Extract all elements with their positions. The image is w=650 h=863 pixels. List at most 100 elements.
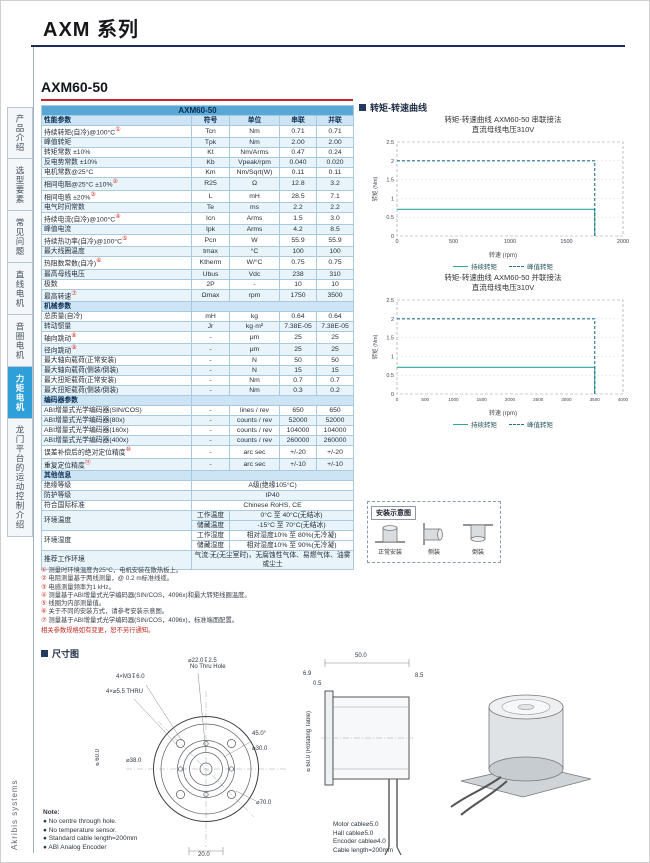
note-item: ① 测量时环境温度为25°C，电机安装在散热板上。 xyxy=(41,567,183,574)
table-cell: 0.7 xyxy=(315,375,355,387)
legend-item: 峰值转矩 xyxy=(509,264,553,271)
sidebar-item-1[interactable]: 选型要素 xyxy=(7,159,33,211)
section-header-row: 性能参数符号单位串联并联 xyxy=(41,115,355,126)
table-cell xyxy=(190,395,355,407)
table-cell: 4.2 xyxy=(279,224,317,236)
param-label: 推荐工作环境 xyxy=(41,549,192,570)
table-cell: +/-10 xyxy=(315,457,355,471)
svg-text:0: 0 xyxy=(396,397,399,402)
table-cell: 10 xyxy=(279,278,317,290)
param-label: 轴向跳动⑧ xyxy=(41,330,192,345)
sidebar-item-4[interactable]: 音圈电机 xyxy=(7,315,33,367)
param-label: 相间电感 ±20%③ xyxy=(41,189,192,203)
dimensions-heading-label: 尺寸图 xyxy=(52,649,80,659)
param-label: 最大扭矩载荷(正常安装) xyxy=(41,375,192,387)
table-cell: +/-20 xyxy=(279,445,317,459)
note-item: ③ 电感测量频率为1 kHz。 xyxy=(41,583,115,591)
column-header: 串联 xyxy=(279,115,317,126)
table-cell: 55.9 xyxy=(315,234,355,248)
mount-label: 倒装 xyxy=(471,550,484,556)
param-label: 相间电阻@25°C ±10%② xyxy=(41,177,192,191)
svg-text:500: 500 xyxy=(449,239,458,245)
sub-condition: 工作湿度 xyxy=(191,529,230,541)
table-cell xyxy=(190,469,355,481)
table-cell: arc sec xyxy=(229,445,280,459)
table-cell: kg xyxy=(229,310,280,322)
dim-thru: 4×⌀5.5 THRU xyxy=(106,689,144,695)
note-number: ① xyxy=(41,567,47,574)
table-cell: 28.5 xyxy=(279,189,317,203)
table-cell: - xyxy=(191,330,230,345)
note-item: ⑦ 测量基于ABI增量式光学编码器(SIN/COS，4096x)，标准端面配置。 xyxy=(41,616,239,624)
table-cell: N xyxy=(229,355,280,367)
table-cell: kg·m² xyxy=(229,320,280,332)
dim-note-title: Note: xyxy=(43,809,60,816)
footnote-ref: ⑧ xyxy=(71,332,77,339)
front-view-svg xyxy=(126,672,288,855)
spec-table-header-row: AXM60-50 xyxy=(40,105,355,116)
mounting-diagram-box: 安装示意图 正常安装 侧装 xyxy=(367,501,501,563)
table-cell: 2P xyxy=(191,278,230,290)
table-cell: 0.71 xyxy=(279,124,317,139)
table-cell: 100 xyxy=(315,246,355,258)
table-cell: 3.0 xyxy=(315,211,355,226)
note-number: ⑤ xyxy=(41,600,47,608)
table-cell: Vdc xyxy=(229,268,280,280)
sidebar-item-3[interactable]: 直线电机 xyxy=(7,263,33,315)
table-cell: - xyxy=(191,365,230,377)
sidebar-item-0[interactable]: 产品介绍 xyxy=(7,107,33,159)
table-cell: 52000 xyxy=(279,415,317,427)
section-title: 性能参数 xyxy=(41,115,192,126)
param-label: 最大轴向载荷(正常安装) xyxy=(41,355,192,367)
table-cell: - xyxy=(191,355,230,367)
table-cell: 10 xyxy=(315,278,355,290)
table-cell: - xyxy=(191,435,230,447)
sidebar-item-2[interactable]: 常见问题 xyxy=(7,211,33,263)
dim-85: 8.5 xyxy=(415,673,424,679)
table-cell: 0.7 xyxy=(279,375,317,387)
dim-note-item: ● No centre through hole. xyxy=(43,817,117,825)
sub-condition: 储藏温度 xyxy=(191,519,230,531)
table-cell: 12.8 xyxy=(279,177,317,191)
table-cell: 2.2 xyxy=(315,201,355,213)
model-title: AXM60-50 xyxy=(41,79,353,101)
table-row: 推荐工作环境气流:无(无尘室时)，无腐蚀性气体、易燃气体、油雾或尘土 xyxy=(41,549,355,570)
footnote-ref: ② xyxy=(112,179,118,186)
table-cell: ms xyxy=(229,201,280,213)
section-header-row: 其他信息 xyxy=(41,469,355,481)
footnote-ref: ③ xyxy=(90,191,96,198)
dim-note-item: ● ABI Analog Encoder xyxy=(43,844,107,852)
chart-legend: 持续转矩峰值转矩 xyxy=(361,419,645,429)
table-cell: 0.47 xyxy=(279,147,317,159)
table-cell: 7.38E-05 xyxy=(279,320,317,332)
table-row: 重复定位精度⑪-arc sec+/-10+/-10 xyxy=(41,457,355,471)
chart-subtitle: 直流母线电压310V xyxy=(471,282,535,292)
table-cell: 260000 xyxy=(315,435,355,447)
chart-subtitle: 直流母线电压310V xyxy=(471,124,535,134)
table-cell: IP40 xyxy=(190,489,355,501)
sidebar-item-5[interactable]: 力矩电机 xyxy=(7,367,33,419)
table-cell: Km xyxy=(191,167,230,179)
table-cell: Nm xyxy=(229,375,280,387)
sidebar-item-6[interactable]: 龙门平台的运动控制介绍 xyxy=(7,419,33,537)
dim-angle: 45.0° xyxy=(252,731,267,737)
chart-title: 转矩-转速曲线 AXM60-50 并联接法 xyxy=(444,273,562,282)
dim-center-hole: ⌀22.0↧2.5 xyxy=(188,658,217,664)
table-cell: 0.3 xyxy=(279,385,317,397)
side-view-drawing: 50.0 6.9 0.5 8.5 ⌀60.0 (Rotating Table) xyxy=(293,651,443,861)
table-cell: - xyxy=(229,278,280,290)
table-cell: 25 xyxy=(315,330,355,345)
table-cell: +/-10 xyxy=(279,457,317,471)
